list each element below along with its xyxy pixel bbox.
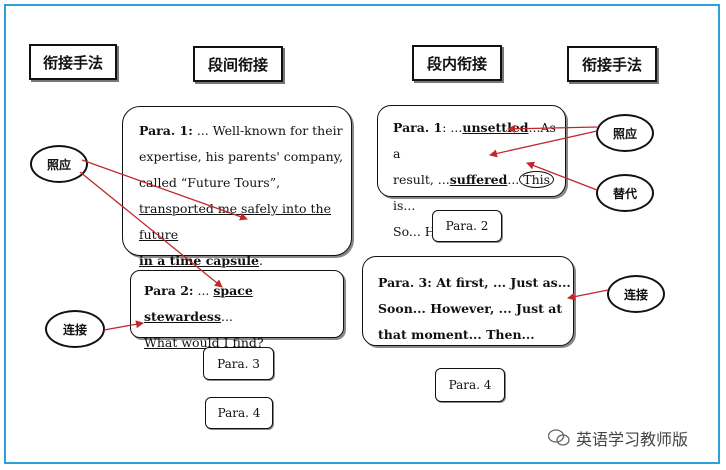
bubble-left-zhaoying: 照应 xyxy=(30,145,88,183)
right-para4-box: Para. 4 xyxy=(435,368,505,402)
bubble-right-tidai: 替代 xyxy=(596,174,654,212)
left-para4-box: Para. 4 xyxy=(205,397,273,429)
bubble-right-zhaoying: 照应 xyxy=(596,114,654,152)
this-word-circled: This xyxy=(519,171,555,188)
arrow-zhaoying-to-suffered xyxy=(489,130,598,158)
header-left-method: 衔接手法 xyxy=(29,44,117,80)
bubble-right-lianjie: 连接 xyxy=(607,275,665,313)
bubble-left-lianjie: 连接 xyxy=(45,310,105,348)
header-right-method: 衔接手法 xyxy=(567,46,657,82)
arrow-zhaoying-to-transported xyxy=(81,159,248,221)
watermark-text: 英语学习教师版 xyxy=(576,430,689,449)
header-inter-para: 段间衔接 xyxy=(193,46,283,82)
arrow-tidai-to-this xyxy=(526,161,598,191)
left-para1-box: Para. 1: ... Well-known for their expert… xyxy=(122,106,352,268)
left-para3-box: Para. 3 xyxy=(203,347,274,380)
arrow-lianjie-to-para3 xyxy=(567,289,609,301)
wechat-icon xyxy=(547,429,570,447)
arrow-zhaoying-to-stewardess xyxy=(79,171,223,288)
left-para2-box: Para 2: ... space stewardess... What wou… xyxy=(130,270,344,350)
header-intra-para: 段内衔接 xyxy=(412,45,502,81)
right-para2-box: Para. 2 xyxy=(432,210,502,242)
watermark: 英语学习教师版 xyxy=(547,426,689,450)
right-para3-box: Para. 3: At first, ... Just as... Soon..… xyxy=(362,256,574,346)
arrow-zhaoying-to-unsettled xyxy=(507,124,598,133)
diagram-frame xyxy=(4,4,720,464)
arrow-lianjie-to-what xyxy=(103,320,144,331)
